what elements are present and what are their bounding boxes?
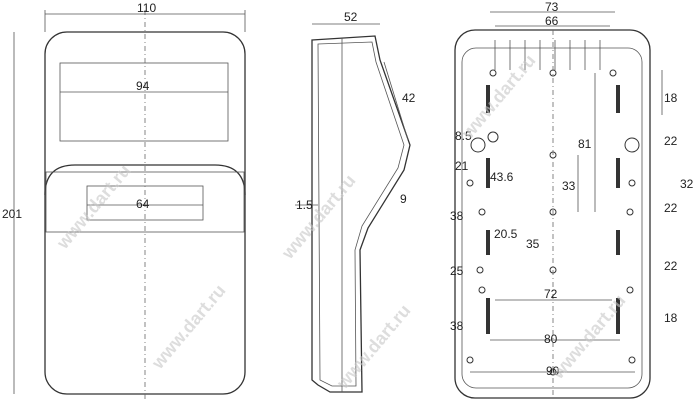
dim-center-a: 81 [578,137,592,151]
dim-bottom-a: 72 [544,287,558,301]
dim-slope-line [383,61,409,141]
watermark: www.dart.ru [457,51,539,144]
watermark: www.dart.ru [277,171,359,264]
watermark: www.dart.ru [332,301,414,394]
dim-front-height: 201 [2,207,22,221]
dim-right-f: 18 [664,311,678,325]
dim-right-a: 18 [664,91,678,105]
dim-top-outer: 73 [545,0,559,14]
dim-bottom-b: 80 [544,332,558,346]
front-keypad-area [45,171,245,233]
dim-center-c: 33 [562,179,576,193]
dim-bottom-c: 90 [546,364,560,378]
back-inner-wall [461,47,643,389]
front-step-line [44,164,246,196]
dim-right-b: 22 [664,134,678,148]
dim-left-upper: 21 [455,159,469,173]
dim-center-d: 20.5 [494,227,518,241]
dim-slope: 42 [402,91,416,105]
dim-center-e: 35 [526,237,540,251]
pcb-slots [486,85,620,334]
side-view: 52 42 1.5 9 [295,10,416,393]
dim-left-mid: 38 [450,209,464,223]
watermarks: www.dart.ru www.dart.ru www.dart.ru www.… [52,51,629,394]
dim-display-width: 64 [136,197,150,211]
dim-step: 9 [400,192,407,206]
dim-wall: 1.5 [296,198,313,212]
dim-right-c: 32 [680,177,694,191]
dim-right-d: 22 [664,201,678,215]
dim-side-depth: 52 [344,10,358,24]
watermark: www.dart.ru [147,281,229,374]
dim-left-low: 25 [450,264,464,278]
dim-left-bottom: 38 [450,319,464,333]
side-outline [311,35,411,393]
dim-left-top: 8.5 [455,129,472,143]
dim-front-width: 110 [137,1,156,15]
dim-right-e: 22 [664,259,678,273]
side-inner-wall [317,41,405,387]
dim-window-width: 94 [136,79,150,93]
watermark: www.dart.ru [52,161,134,254]
dim-top-inner: 66 [545,14,559,28]
dim-center-b: 43.6 [490,170,514,184]
top-ribs [494,40,601,70]
front-view: 110 201 94 64 [2,1,246,400]
watermark: www.dart.ru [547,291,629,384]
front-window [59,62,229,142]
back-outline [454,29,651,399]
back-view: 73 66 8.5 21 38 25 38 81 43.6 33 20.5 35… [450,0,694,399]
